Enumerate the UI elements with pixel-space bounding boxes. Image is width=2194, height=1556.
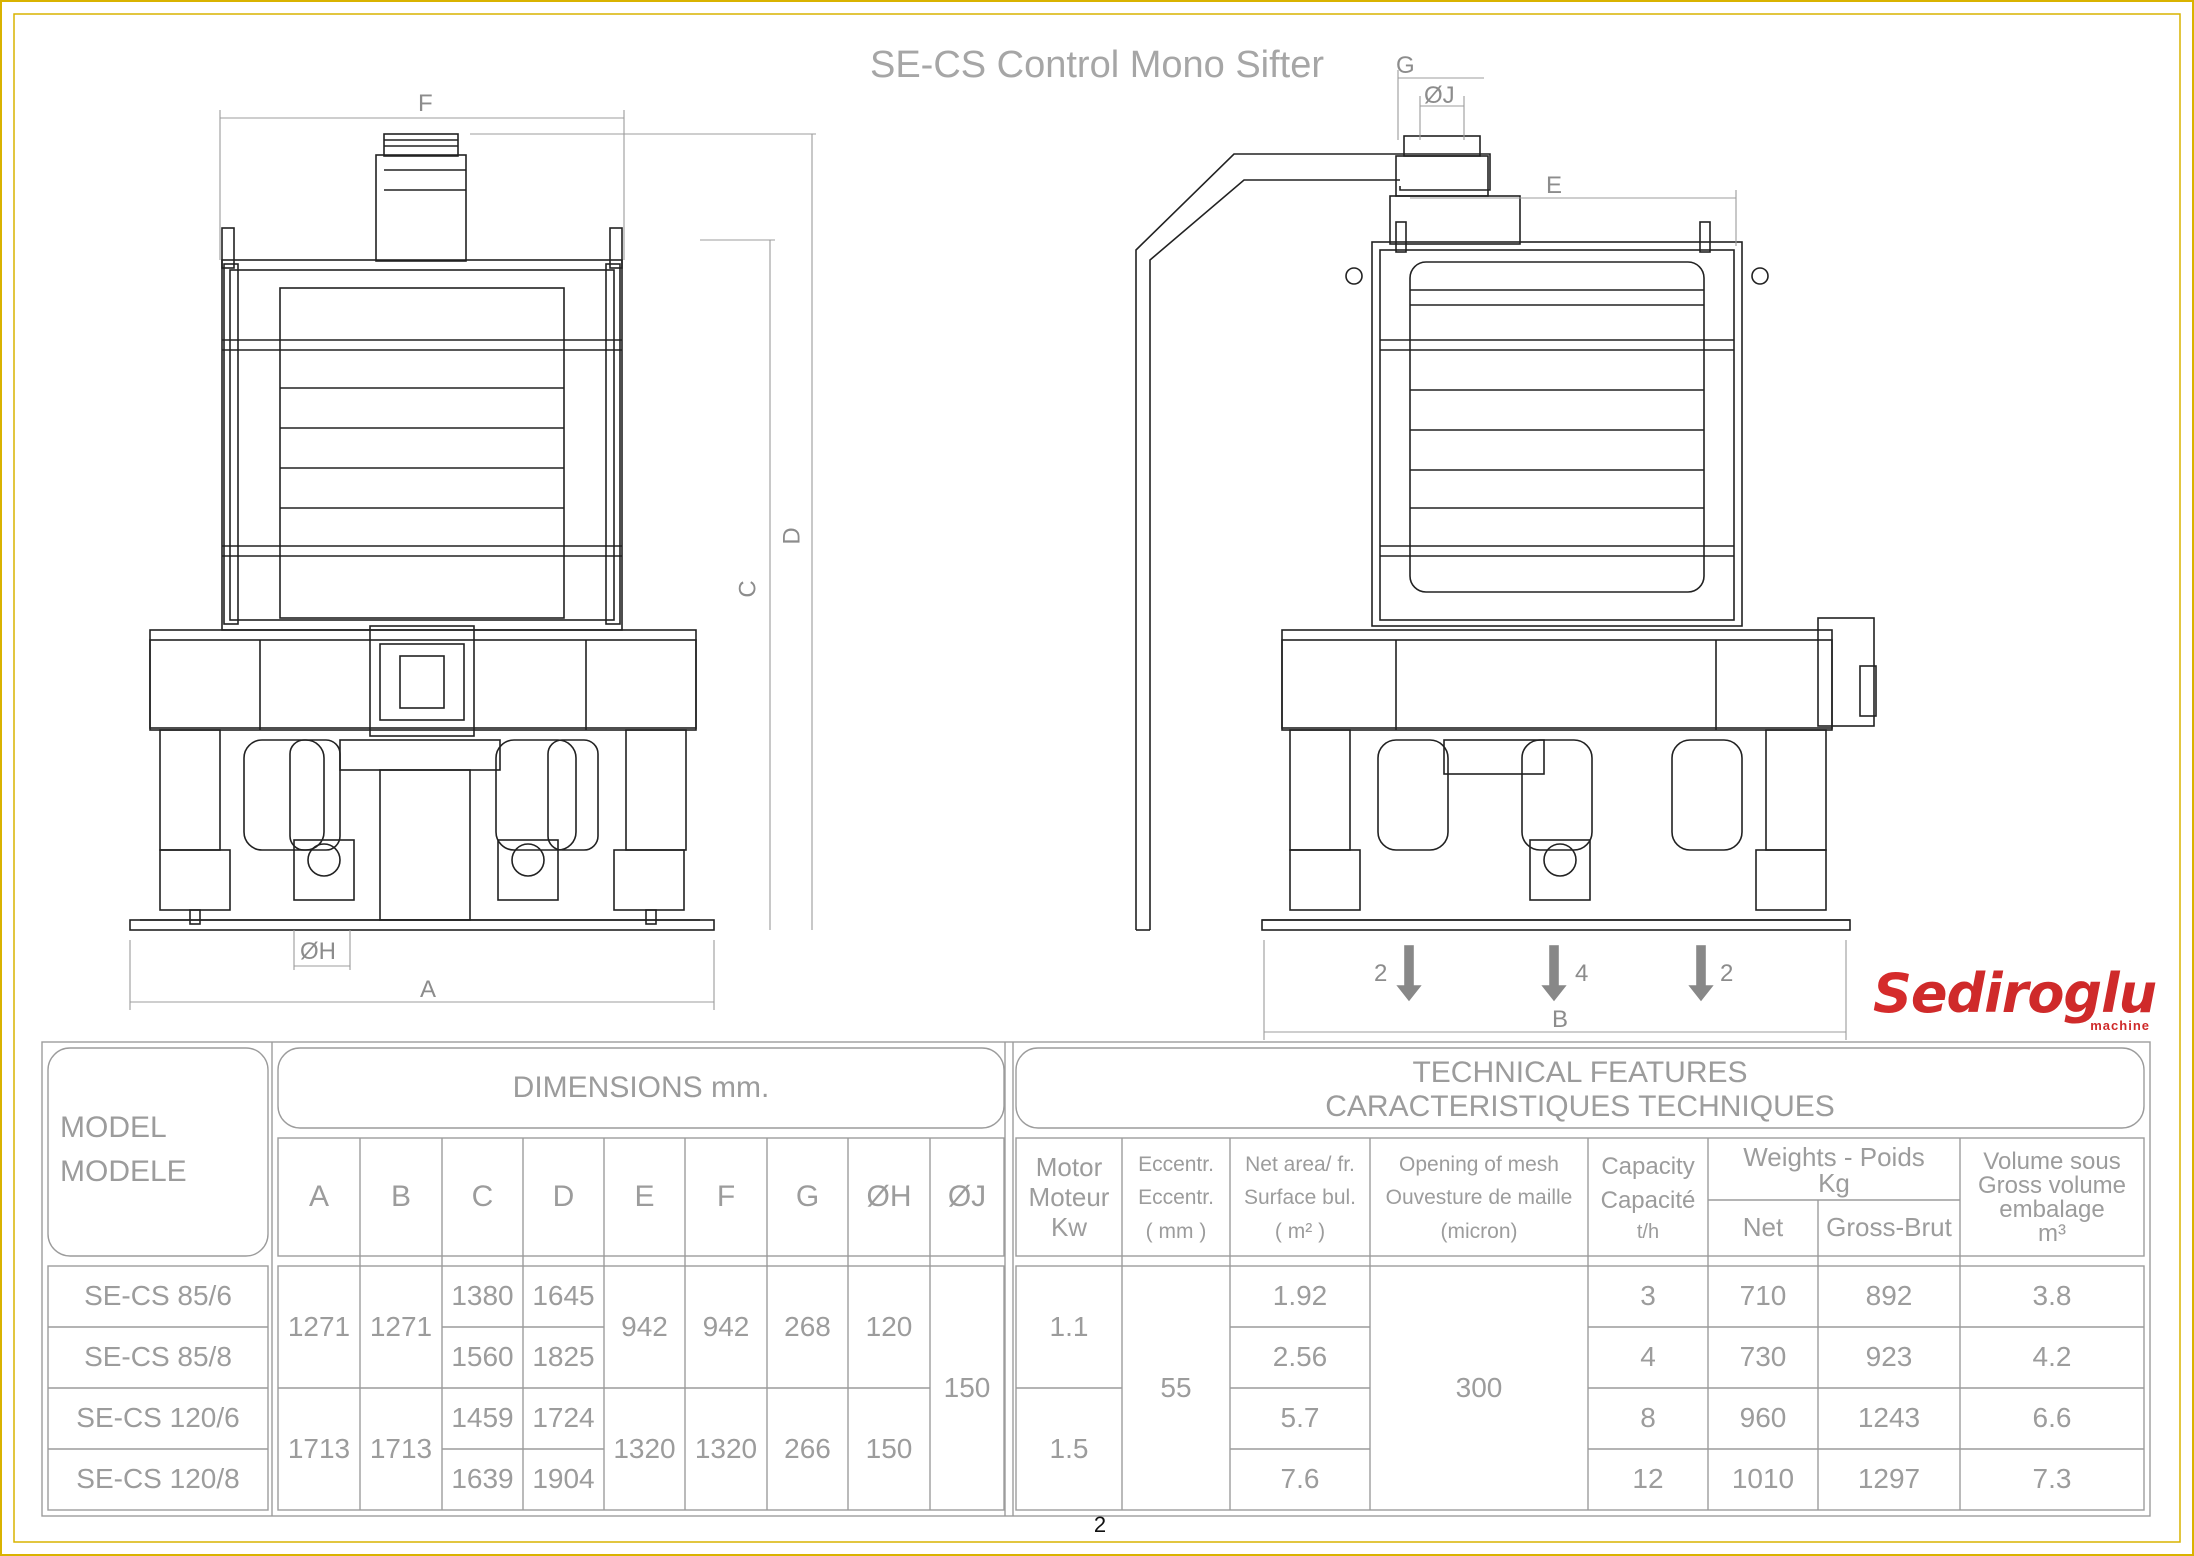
capacity-value: 3 — [1640, 1280, 1656, 1312]
net-area-value: 5.7 — [1280, 1402, 1320, 1434]
weight-net-value: 730 — [1739, 1341, 1787, 1373]
dim-c-value: 1560 — [451, 1341, 514, 1373]
dim-c-value: 1639 — [451, 1463, 514, 1495]
col-header-h: ØH — [866, 1179, 912, 1213]
dim-d-value: 1825 — [532, 1341, 595, 1373]
col-header-gross: Gross-Brut — [1826, 1212, 1952, 1243]
col-header-d: D — [552, 1179, 575, 1213]
weight-gross-value: 1243 — [1857, 1402, 1921, 1434]
drawing-title: SE-CS Control Mono Sifter — [869, 44, 1325, 86]
dim-a-value: 1271 — [287, 1310, 351, 1342]
dim-label-h: ØH — [300, 938, 336, 965]
side-view — [1135, 135, 1877, 1002]
outlet-count-left: 2 — [1374, 960, 1388, 987]
volume-value: 3.8 — [2032, 1280, 2072, 1312]
dim-e-value: 942 — [621, 1310, 668, 1342]
dim-label-c: C — [734, 580, 762, 598]
col-header-a: A — [308, 1179, 329, 1213]
dim-label-b: B — [1552, 1006, 1569, 1033]
brand-logo: Sediroglu machine — [1873, 962, 2157, 1033]
volume-value: 4.2 — [2032, 1341, 2072, 1373]
model-name: SE-CS 120/6 — [76, 1402, 240, 1434]
model-name: SE-CS 85/6 — [84, 1280, 232, 1312]
eccentr-value: 55 — [1160, 1371, 1192, 1403]
dim-b-value: 1713 — [369, 1432, 433, 1464]
outlet-arrows — [1396, 945, 1714, 1002]
col-header-b: B — [390, 1179, 411, 1213]
front-view — [129, 133, 715, 931]
dim-label-f: F — [418, 90, 433, 117]
net-area-value: 2.56 — [1272, 1341, 1328, 1373]
model-name: SE-CS 120/8 — [76, 1463, 240, 1495]
weight-gross-value: 1297 — [1857, 1463, 1921, 1495]
dim-b-value: 1271 — [369, 1310, 433, 1342]
spec-table-frame — [41, 1041, 2151, 1517]
dim-h-value: 150 — [865, 1432, 913, 1464]
dim-c-value: 1380 — [451, 1280, 514, 1312]
dim-e-value: 1320 — [613, 1432, 676, 1464]
dim-f-value: 1320 — [694, 1432, 758, 1464]
model-name: SE-CS 85/8 — [84, 1341, 232, 1373]
weight-gross-value: 892 — [1865, 1280, 1913, 1312]
volume-value: 7.3 — [2032, 1463, 2072, 1495]
dim-label-d: D — [778, 527, 806, 545]
col-header-c: C — [471, 1179, 494, 1213]
dim-j-value: 150 — [943, 1371, 991, 1403]
dimensions-header: DIMENSIONS mm. — [512, 1070, 770, 1104]
dim-label-g: G — [1396, 52, 1415, 79]
net-area-value: 1.92 — [1272, 1280, 1328, 1312]
dim-label-a: A — [420, 976, 437, 1003]
motor-value: 1.1 — [1049, 1310, 1089, 1342]
weight-net-value: 1010 — [1731, 1463, 1795, 1495]
dim-a-value: 1713 — [287, 1432, 351, 1464]
col-header-j: ØJ — [947, 1179, 987, 1213]
col-header-g: G — [795, 1179, 820, 1213]
dim-g-value: 266 — [784, 1432, 831, 1464]
motor-value: 1.5 — [1049, 1432, 1089, 1464]
volume-value: 6.6 — [2032, 1402, 2072, 1434]
dim-d-value: 1645 — [532, 1280, 595, 1312]
weight-net-value: 960 — [1739, 1402, 1787, 1434]
capacity-value: 12 — [1632, 1463, 1664, 1495]
col-header-eccentr: Eccentr.Eccentr.( mm ) — [1138, 1152, 1214, 1243]
col-header-e: E — [634, 1179, 655, 1213]
capacity-value: 8 — [1640, 1402, 1656, 1434]
net-area-value: 7.6 — [1280, 1463, 1320, 1495]
dim-h-value: 120 — [865, 1310, 913, 1342]
outlet-count-right: 2 — [1720, 960, 1734, 987]
dim-d-value: 1904 — [532, 1463, 595, 1495]
page-number: 2 — [1093, 1512, 1107, 1537]
weight-gross-value: 923 — [1865, 1341, 1913, 1373]
col-header-f: F — [716, 1179, 736, 1213]
dim-label-e: E — [1546, 172, 1563, 199]
dim-c-value: 1459 — [451, 1402, 514, 1434]
dim-d-value: 1724 — [532, 1402, 595, 1434]
dim-f-value: 942 — [702, 1310, 750, 1342]
dim-g-value: 268 — [784, 1310, 831, 1342]
capacity-value: 4 — [1640, 1341, 1656, 1373]
weight-net-value: 710 — [1739, 1280, 1787, 1312]
col-header-net: Net — [1742, 1212, 1784, 1243]
outlet-count-center: 4 — [1575, 960, 1589, 987]
col-header-net-area: Net area/ fr.Surface bul.( m² ) — [1243, 1152, 1357, 1243]
dimension-lines — [129, 70, 1847, 1040]
opening-value: 300 — [1455, 1371, 1503, 1403]
dim-label-j: ØJ — [1424, 82, 1455, 109]
